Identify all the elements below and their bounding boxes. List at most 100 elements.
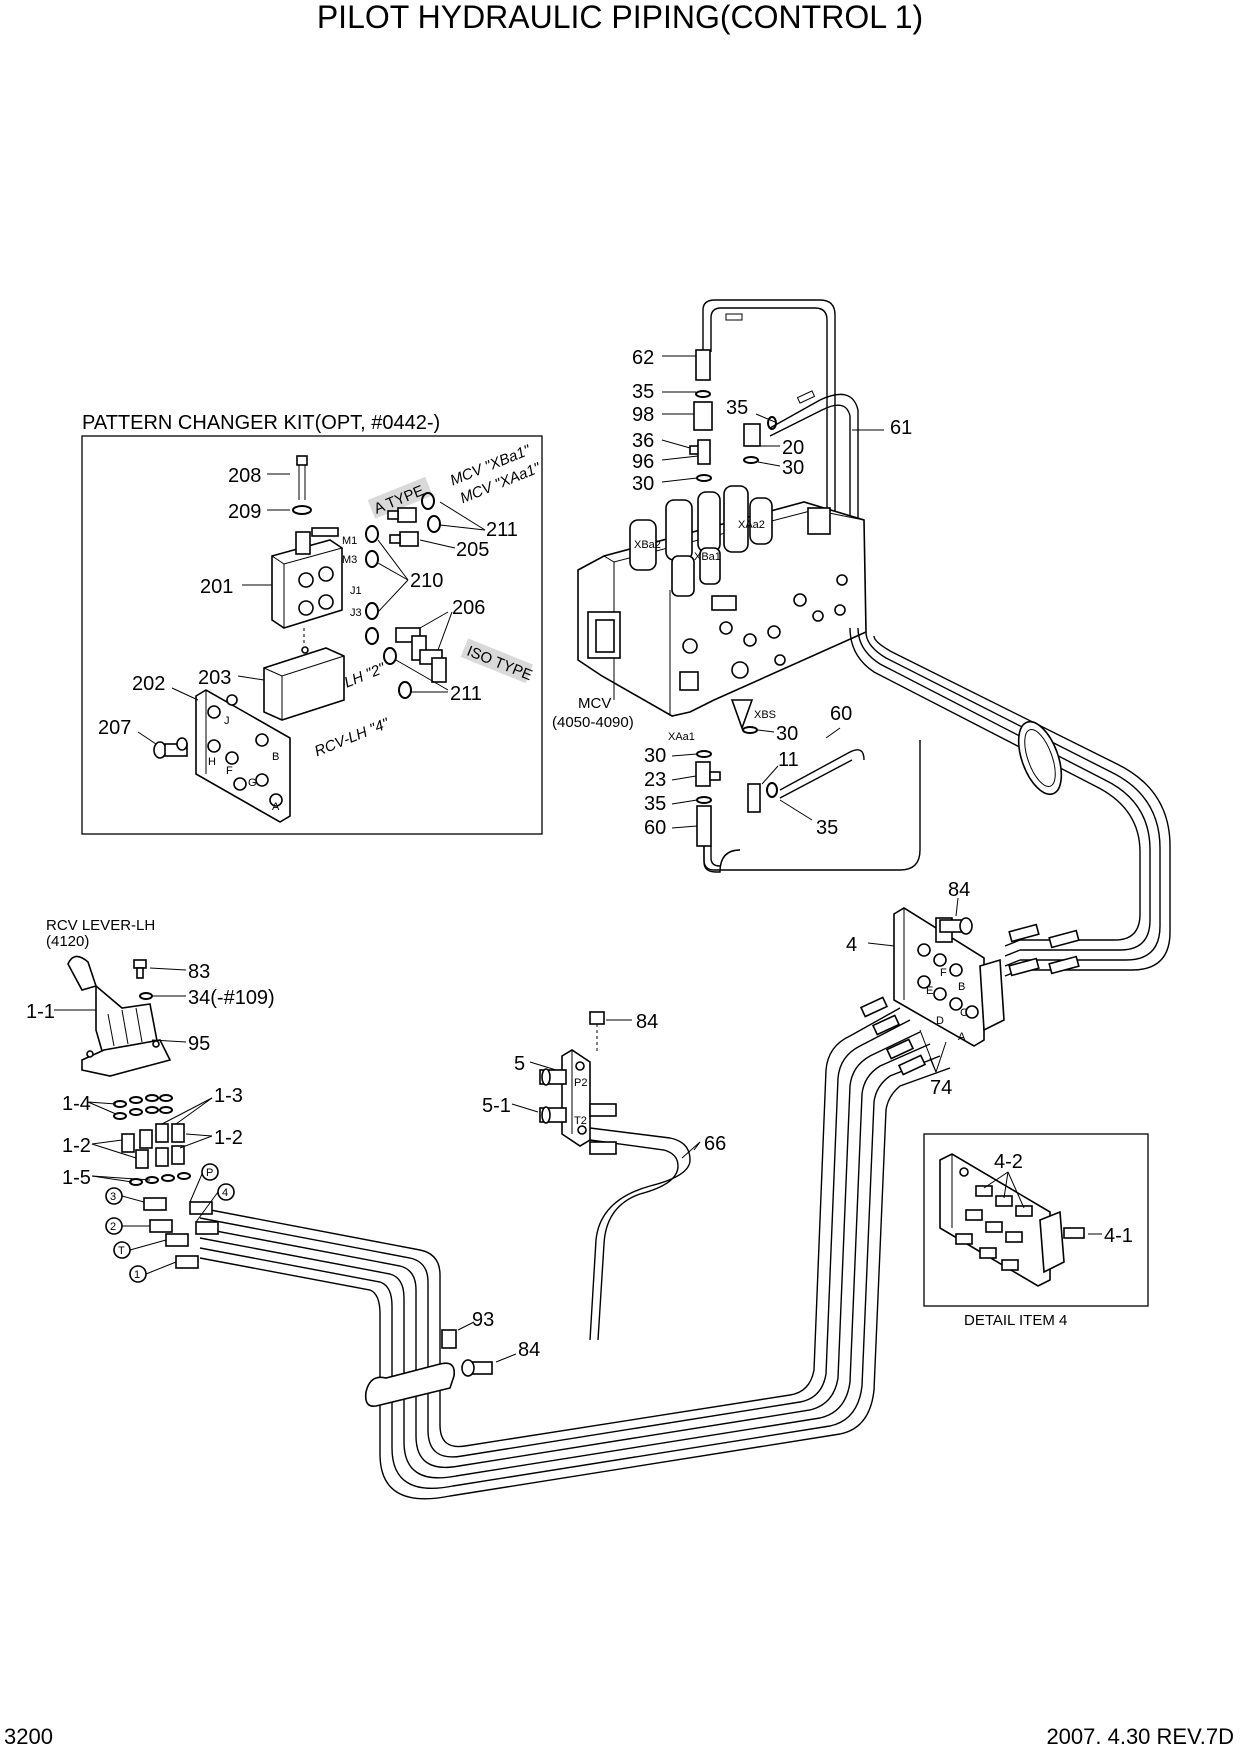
bolt-84-block5: [589, 1011, 605, 1025]
bolt-208: [292, 455, 312, 515]
label-211-top: 211: [486, 519, 518, 541]
bolt-83: [133, 959, 147, 969]
detail-title: DETAIL ITEM 4: [964, 1312, 1067, 1329]
label-209: 209: [228, 501, 261, 523]
detail-item-4: [923, 1133, 1149, 1307]
rcv-lever-lh: RCV LEVER-LH (4120) 83 34(-#109) 1-1 95: [26, 917, 275, 1283]
oring-210-d: [365, 627, 379, 645]
kit-frame: [81, 435, 543, 835]
iso-type-label: ISO TYPE: [464, 643, 534, 685]
label-1-1: 1-1: [26, 1001, 55, 1023]
port-m1: M1: [342, 535, 357, 547]
fitting-205-b: [389, 531, 419, 547]
label-74: 74: [930, 1077, 952, 1099]
label-62: 62: [632, 347, 654, 369]
grommet: [1017, 720, 1063, 796]
label-30-d: 30: [776, 723, 798, 745]
oring-35-d: [766, 782, 778, 798]
page-number: 3200: [4, 1724, 53, 1749]
plate-port-f: F: [226, 765, 233, 777]
block4-port-e: E: [926, 985, 933, 997]
label-60-b: 60: [644, 817, 666, 839]
tee-23: [695, 761, 711, 787]
washer-209: [292, 505, 312, 515]
label-1-5: 1-5: [62, 1167, 91, 1189]
hose-66: [589, 1127, 691, 1341]
kit-title: PATTERN CHANGER KIT(OPT, #0442-): [82, 412, 440, 434]
label-203: 203: [198, 667, 231, 689]
label-4: 4: [846, 934, 857, 956]
clamp-93: [364, 1329, 493, 1408]
mcv-name: MCV: [578, 695, 611, 712]
port-xba2: XBa2: [634, 539, 661, 551]
hose-end-60: [696, 805, 712, 847]
label-30-b: 30: [782, 457, 804, 479]
rcv-port-2: 2: [110, 1221, 116, 1233]
bolt-207: [153, 737, 188, 759]
port-j3: J3: [350, 607, 362, 619]
plate-port-h: H: [208, 756, 216, 768]
label-202: 202: [132, 673, 165, 695]
port-j1: J1: [350, 585, 362, 597]
label-23: 23: [644, 769, 666, 791]
label-30-c: 30: [644, 745, 666, 767]
elbow-20: [743, 423, 761, 447]
label-35-d: 35: [816, 817, 838, 839]
plate-port-a: A: [272, 801, 280, 813]
label-207: 207: [98, 717, 131, 739]
detail-frame: [923, 1133, 1149, 1307]
plate-port-b: B: [272, 751, 279, 763]
oring-30-b: [743, 456, 759, 464]
plate-port-g: G: [248, 777, 257, 789]
block4-port-a: A: [958, 1031, 966, 1043]
label-4-2: 4-2: [994, 1151, 1023, 1173]
label-30-a: 30: [632, 473, 654, 495]
iso-type-tag: ISO TYPE: [460, 638, 535, 685]
label-5: 5: [514, 1053, 525, 1075]
rcv-lever-body: [67, 955, 172, 1077]
label-35-c: 35: [644, 793, 666, 815]
hose-bundle: [199, 627, 1171, 1500]
label-84-block5: 84: [636, 1011, 658, 1033]
block4-port-c: C: [960, 1007, 968, 1019]
label-34: 34(-#109): [188, 987, 275, 1009]
fitting-205-a: [387, 507, 417, 523]
elbow-206-b: [419, 649, 447, 683]
label-208: 208: [228, 465, 261, 487]
label-205: 205: [456, 539, 489, 561]
rcv-code: (4120): [46, 933, 89, 950]
rcv-port-3: 3: [110, 1191, 116, 1203]
rcv-port-1: 1: [134, 1269, 140, 1281]
label-93: 93: [472, 1309, 494, 1331]
oring-35-c: [696, 796, 712, 804]
label-83: 83: [188, 961, 210, 983]
rcv-name: RCV LEVER-LH: [46, 917, 155, 934]
port-xba1: XBa1: [694, 551, 721, 563]
label-11: 11: [778, 749, 799, 771]
block5-port-p2: P2: [574, 1077, 587, 1089]
oring-210-c: [365, 602, 379, 620]
label-1-2-left: 1-2: [62, 1135, 91, 1157]
plate-port-j: J: [224, 715, 230, 727]
elbow-11: [747, 783, 761, 813]
label-5-1: 5-1: [482, 1095, 511, 1117]
port-xbs: XBS: [754, 709, 776, 721]
mcv-assembly: 62 35 98 36 96 30 35 20 30 61: [552, 299, 921, 873]
label-35-b: 35: [726, 397, 748, 419]
block4-port-f: F: [940, 967, 947, 979]
oring-35-top: [695, 390, 711, 398]
port-m3: M3: [342, 554, 357, 566]
page-title: PILOT HYDRAULIC PIPING(CONTROL 1): [317, 0, 923, 35]
port-xaa2: XAa2: [738, 519, 765, 531]
mcv-range: (4050-4090): [552, 714, 634, 731]
oring-35-b: [767, 416, 777, 430]
label-4-1: 4-1: [1104, 1225, 1133, 1247]
label-66: 66: [704, 1133, 726, 1155]
oring-211-b: [427, 515, 441, 533]
label-201: 201: [200, 576, 233, 598]
label-60-a: 60: [830, 703, 852, 725]
oring-211-a: [421, 492, 435, 510]
label-1-3: 1-3: [214, 1085, 243, 1107]
label-206: 206: [452, 597, 485, 619]
